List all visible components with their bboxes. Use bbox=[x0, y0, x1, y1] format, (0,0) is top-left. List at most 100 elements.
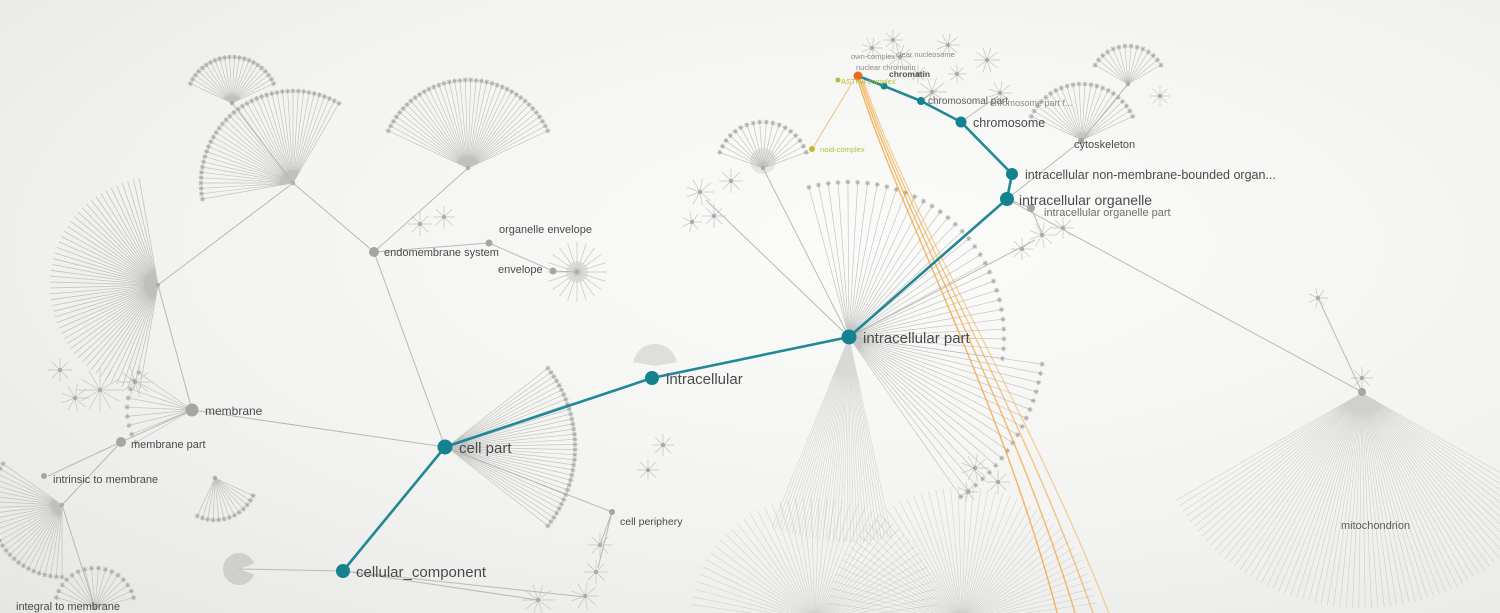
fan-cluster bbox=[961, 454, 989, 482]
fan-apex-dot bbox=[728, 178, 734, 184]
fan-apex-dot bbox=[660, 442, 666, 448]
fan-apex-dot bbox=[711, 213, 717, 219]
fan-cluster bbox=[48, 358, 72, 382]
node-organelle-envelope[interactable] bbox=[485, 239, 493, 247]
fan-cluster bbox=[1175, 392, 1500, 609]
node-membrane[interactable] bbox=[185, 403, 199, 417]
fan-apex-dot bbox=[997, 90, 1003, 96]
node-chromosomal-part[interactable] bbox=[917, 97, 925, 105]
fan-cluster bbox=[848, 336, 1043, 497]
fan-apex-dot bbox=[1039, 232, 1045, 238]
fan-apex-dot bbox=[869, 45, 875, 51]
fan-cluster bbox=[986, 470, 1010, 494]
node-cytoskeleton[interactable] bbox=[1078, 138, 1084, 144]
leaf-asterisks bbox=[385, 77, 551, 134]
node-cell-part[interactable] bbox=[437, 439, 453, 455]
label-endomembrane-system: endomembrane system bbox=[384, 247, 499, 259]
node-cellular-component[interactable] bbox=[336, 564, 350, 578]
fan-cluster bbox=[1308, 288, 1328, 308]
fan-apex-dot bbox=[995, 479, 1001, 485]
fan-cluster bbox=[388, 79, 548, 169]
label-own-complex: own-complex bbox=[851, 52, 895, 61]
fan-cluster bbox=[1011, 238, 1033, 260]
fan-apex-dot bbox=[945, 42, 951, 48]
fan-cluster bbox=[196, 477, 254, 521]
fan-apex-dot bbox=[984, 57, 990, 63]
fan-apex-dot bbox=[72, 395, 78, 401]
fan-apex-dot bbox=[897, 54, 903, 60]
fan-cluster bbox=[584, 560, 608, 584]
node-cell-periphery[interactable] bbox=[609, 509, 615, 515]
teal-edge bbox=[847, 197, 1009, 339]
node-astra-complex[interactable] bbox=[835, 77, 841, 83]
fan-cluster bbox=[948, 65, 966, 83]
fan-cluster bbox=[808, 181, 1005, 359]
leaf-asterisks bbox=[545, 365, 578, 529]
fan-cluster bbox=[190, 57, 274, 104]
node-envelope[interactable] bbox=[549, 267, 557, 275]
label-membrane-part: membrane part bbox=[131, 439, 206, 451]
fan-cluster bbox=[49, 178, 159, 392]
node-noid-complex[interactable] bbox=[809, 146, 815, 152]
label-intracellular-part: intracellular part bbox=[863, 330, 971, 347]
node-chromosome[interactable] bbox=[955, 116, 967, 128]
leaf-asterisks bbox=[806, 179, 1007, 362]
fan-cluster bbox=[771, 336, 892, 543]
teal-edge bbox=[882, 84, 923, 103]
fan-cluster bbox=[61, 384, 89, 412]
fan-apex-dot bbox=[132, 379, 138, 385]
fan-cluster bbox=[652, 434, 674, 456]
label-mitochondrion: mitochondrion bbox=[1341, 520, 1410, 532]
fan-apex-dot bbox=[212, 475, 218, 481]
fan-apex-dot bbox=[689, 219, 695, 225]
node-chromatin[interactable] bbox=[880, 82, 888, 90]
label-astra-complex: ASTRA complex bbox=[841, 77, 896, 86]
fan-cluster bbox=[719, 169, 743, 193]
teal-edge bbox=[919, 99, 963, 124]
teal-edge bbox=[341, 445, 447, 573]
cluster-disc bbox=[222, 553, 254, 585]
node-intracellular-part[interactable] bbox=[841, 329, 857, 345]
orange-edge bbox=[857, 79, 1058, 613]
fan-apex-dot bbox=[697, 189, 703, 195]
node-mitochondrion[interactable] bbox=[1358, 388, 1366, 396]
node-intracellular-organelle[interactable] bbox=[1000, 192, 1014, 206]
fan-cluster bbox=[686, 178, 714, 206]
label-intrinsic-to-membrane: intrinsic to membrane bbox=[53, 474, 158, 486]
node-endomembrane-system[interactable] bbox=[369, 247, 379, 257]
cluster-disc bbox=[633, 343, 677, 366]
node-intracellular-organelle-part[interactable] bbox=[1027, 204, 1035, 212]
fan-cluster bbox=[1029, 222, 1055, 248]
label-cytoskeleton: cytoskeleton bbox=[1074, 139, 1135, 151]
node-membrane-part[interactable] bbox=[116, 437, 126, 447]
fan-cluster bbox=[974, 47, 1000, 73]
fan-apex-dot bbox=[593, 569, 599, 575]
fan-cluster bbox=[682, 212, 702, 232]
label-cell-periphery: cell periphery bbox=[620, 516, 683, 528]
label-chromosome-part-f: chromosome part f... bbox=[990, 98, 1073, 108]
fan-cluster bbox=[547, 242, 607, 302]
leaf-asterisks bbox=[717, 119, 809, 155]
label-chromosome: chromosome bbox=[973, 116, 1045, 130]
fan-apex-dot bbox=[890, 37, 896, 43]
fan-cluster bbox=[571, 582, 599, 610]
label-chromatin: chromatin bbox=[889, 69, 930, 79]
label-noid-complex: noid-complex bbox=[820, 145, 865, 154]
fan-cluster bbox=[56, 568, 134, 609]
fan-apex-dot bbox=[97, 387, 103, 393]
node-intrinsic-to-membrane[interactable] bbox=[41, 473, 47, 479]
label-membrane: membrane bbox=[205, 404, 263, 418]
teal-edge bbox=[856, 74, 886, 88]
node-nucleosome[interactable] bbox=[853, 71, 863, 81]
leaf-asterisks bbox=[1028, 81, 1136, 119]
node-intracellular-non-membrane-bounded-organelle[interactable] bbox=[1006, 168, 1018, 180]
fan-cluster bbox=[433, 206, 455, 228]
label-intracellular-organelle-part: intracellular organelle part bbox=[1044, 207, 1171, 219]
fan-cluster bbox=[691, 497, 939, 613]
node-intracellular[interactable] bbox=[645, 371, 659, 385]
fan-cluster bbox=[1150, 86, 1170, 106]
fan-cluster bbox=[988, 81, 1012, 105]
teal-edge bbox=[959, 120, 1014, 176]
